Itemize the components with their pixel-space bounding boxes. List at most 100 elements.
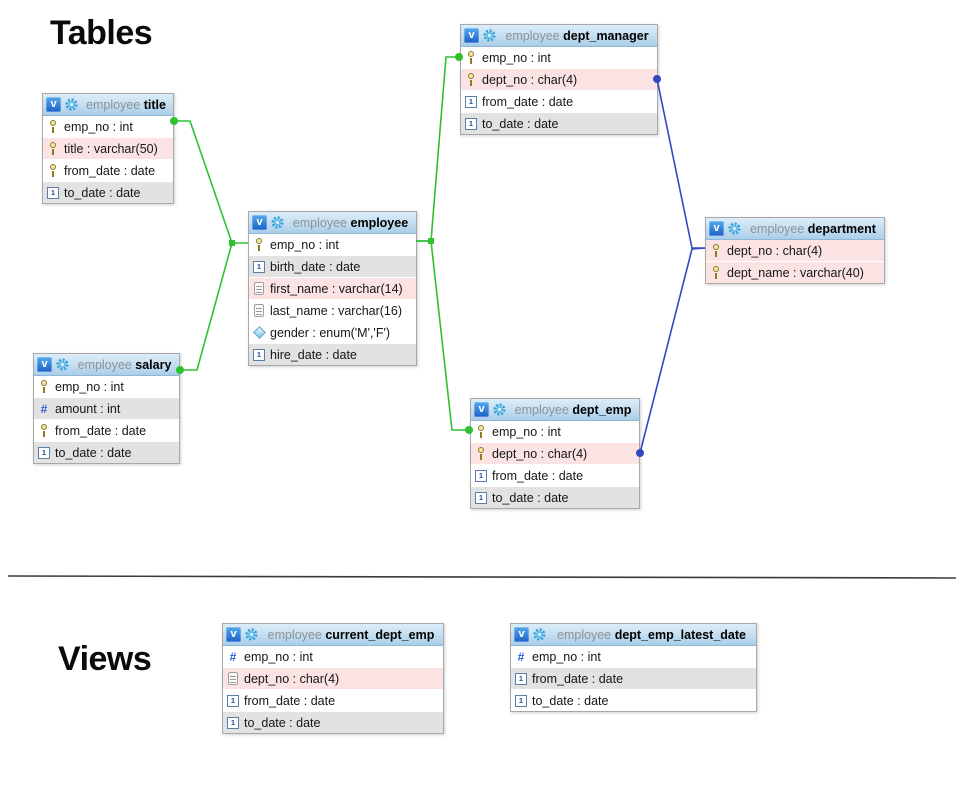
- column-row: to_date : date: [34, 442, 179, 463]
- schema-name: employee: [267, 627, 322, 642]
- connector-junction: [428, 238, 434, 244]
- schema-name: employee: [505, 28, 560, 43]
- relation-deptmanager-department: [656, 78, 705, 249]
- column-label: to_date : date: [482, 116, 559, 131]
- table-header[interactable]: v employee dept_manager: [461, 25, 657, 47]
- table-header[interactable]: v employee title: [43, 94, 173, 116]
- relation-deptemp-department: [639, 247, 706, 454]
- column-label: to_date : date: [55, 445, 132, 460]
- numeric-icon: [228, 650, 238, 664]
- column-row: first_name : varchar(14): [249, 278, 416, 300]
- relation-title-employee: [174, 120, 248, 244]
- table-header[interactable]: v employee salary: [34, 354, 179, 376]
- column-row: to_date : date: [43, 182, 173, 203]
- column-label: emp_no : int: [482, 50, 551, 65]
- column-row: dept_no : char(4): [461, 69, 657, 91]
- date-icon: [475, 491, 487, 504]
- column-row: from_date : date: [461, 91, 657, 113]
- table-name: dept_emp_latest_date: [614, 627, 746, 642]
- table-employee[interactable]: v employee employee emp_no : int birth_d…: [248, 211, 417, 366]
- column-label: dept_no : char(4): [244, 671, 340, 686]
- primary-key-icon: [255, 237, 264, 252]
- view-badge-icon: v: [474, 402, 489, 417]
- column-label: title : varchar(50): [64, 141, 158, 156]
- table-salary[interactable]: v employee salary emp_no : int amount : …: [33, 353, 180, 464]
- column-label: to_date : date: [244, 715, 321, 730]
- view-current-dept-emp[interactable]: v employee current_dept_emp emp_no : int…: [222, 623, 444, 734]
- column-label: emp_no : int: [244, 649, 313, 664]
- primary-key-icon: [49, 119, 58, 134]
- gear-icon: [533, 628, 546, 641]
- numeric-icon: [516, 650, 526, 664]
- section-divider: [7, 575, 957, 579]
- column-row: gender : enum('M','F'): [249, 322, 416, 344]
- gear-icon: [56, 358, 69, 371]
- column-label: emp_no : int: [64, 119, 133, 134]
- connector-junction: [229, 240, 235, 246]
- column-label: hire_date : date: [270, 347, 357, 362]
- table-header[interactable]: v employee employee: [249, 212, 416, 234]
- view-badge-icon: v: [464, 28, 479, 43]
- table-name: dept_emp: [572, 402, 632, 417]
- column-row: from_date : date: [223, 690, 443, 712]
- column-row: birth_date : date: [249, 256, 416, 278]
- table-department[interactable]: v employee department dept_no : char(4) …: [705, 217, 885, 284]
- column-row: from_date : date: [471, 465, 639, 487]
- column-label: to_date : date: [492, 490, 569, 505]
- date-icon: [465, 95, 477, 108]
- column-row: from_date : date: [34, 420, 179, 442]
- column-row: emp_no : int: [43, 116, 173, 138]
- table-name: employee: [350, 215, 409, 230]
- column-label: dept_name : varchar(40): [727, 265, 864, 280]
- table-name: salary: [135, 357, 172, 372]
- table-header[interactable]: v employee dept_emp_latest_date: [511, 624, 756, 646]
- column-row: dept_no : char(4): [471, 443, 639, 465]
- gear-icon: [271, 216, 284, 229]
- primary-key-icon: [477, 446, 486, 461]
- primary-key-icon: [712, 243, 721, 258]
- view-badge-icon: v: [226, 627, 241, 642]
- table-header[interactable]: v employee department: [706, 218, 884, 240]
- primary-key-icon: [49, 163, 58, 178]
- text-icon: [254, 304, 264, 317]
- text-icon: [228, 672, 238, 685]
- column-label: dept_no : char(4): [482, 72, 578, 87]
- date-icon: [253, 348, 265, 361]
- numeric-icon: [39, 402, 49, 416]
- date-icon: [465, 117, 477, 130]
- column-label: from_date : date: [64, 163, 156, 178]
- schema-name: employee: [292, 215, 348, 230]
- table-dept-manager[interactable]: v employee dept_manager emp_no : int dep…: [460, 24, 658, 135]
- column-row: hire_date : date: [249, 344, 416, 365]
- column-label: to_date : date: [532, 693, 609, 708]
- column-row: to_date : date: [471, 487, 639, 508]
- column-row: emp_no : int: [471, 421, 639, 443]
- column-label: birth_date : date: [270, 259, 361, 274]
- column-row: from_date : date: [511, 668, 756, 690]
- primary-key-icon: [477, 424, 486, 439]
- column-row: to_date : date: [223, 712, 443, 733]
- gear-icon: [493, 403, 506, 416]
- date-icon: [515, 694, 527, 707]
- column-row: to_date : date: [511, 690, 756, 711]
- table-name: dept_manager: [563, 28, 649, 43]
- table-dept-emp[interactable]: v employee dept_emp emp_no : int dept_no…: [470, 398, 640, 509]
- primary-key-icon: [40, 423, 49, 438]
- text-icon: [254, 282, 264, 295]
- column-label: emp_no : int: [492, 424, 561, 439]
- table-header[interactable]: v employee current_dept_emp: [223, 624, 443, 646]
- column-label: to_date : date: [64, 185, 141, 200]
- column-row: amount : int: [34, 398, 179, 420]
- primary-key-icon: [40, 379, 49, 394]
- table-title[interactable]: v employee title emp_no : int title : va…: [42, 93, 174, 204]
- column-row: emp_no : int: [249, 234, 416, 256]
- column-row: title : varchar(50): [43, 138, 173, 160]
- view-badge-icon: v: [514, 627, 529, 642]
- primary-key-icon: [712, 265, 721, 280]
- schema-name: employee: [514, 402, 569, 417]
- column-row: to_date : date: [461, 113, 657, 134]
- view-dept-emp-latest-date[interactable]: v employee dept_emp_latest_date emp_no :…: [510, 623, 757, 712]
- table-header[interactable]: v employee dept_emp: [471, 399, 639, 421]
- date-icon: [515, 672, 527, 685]
